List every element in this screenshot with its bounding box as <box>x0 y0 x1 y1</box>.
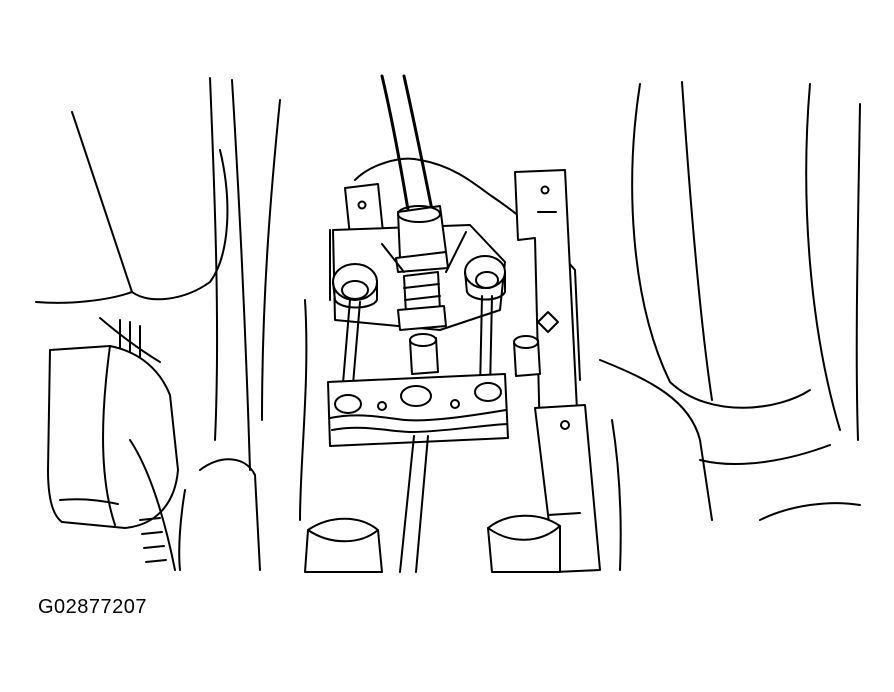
right-seat-panel <box>599 81 861 571</box>
pivot-bushing-right <box>464 255 506 301</box>
line-drawing <box>35 74 861 573</box>
lower-right-cup <box>487 514 561 573</box>
lower-shift-rod <box>399 435 429 573</box>
locator-pin-center <box>409 333 439 375</box>
left-control-knob <box>47 345 179 529</box>
left-seat-rail <box>129 439 261 571</box>
left-seat-bolster <box>35 77 281 471</box>
mounting-rail-right <box>514 169 579 441</box>
diamond-locator-mark <box>537 311 559 333</box>
lower-left-cup <box>304 517 383 573</box>
linkage-block <box>327 373 509 447</box>
shift-cable <box>380 74 434 212</box>
figure-id-label: G02877207 <box>38 596 148 618</box>
cable-bracket-straps <box>381 231 467 273</box>
shift-cable-linkage-illustration <box>35 74 861 573</box>
pivot-bushing-left <box>332 263 378 309</box>
adjustment-nut <box>397 271 447 331</box>
cable-end-fitting <box>395 205 449 273</box>
locator-pin-right <box>513 335 541 377</box>
